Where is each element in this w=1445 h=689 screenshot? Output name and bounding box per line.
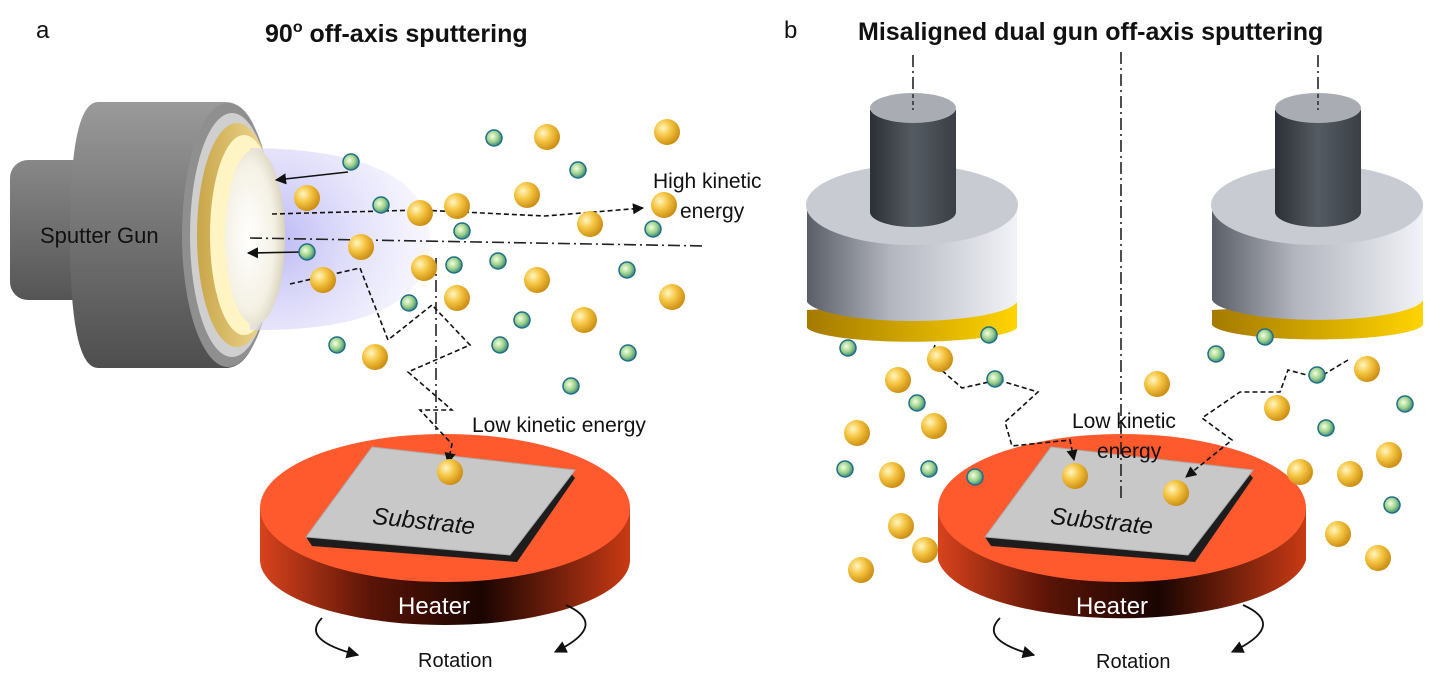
b-sputtered-atom bbox=[1264, 395, 1290, 421]
a-sputtered-atom bbox=[411, 255, 437, 281]
a-gas-ion bbox=[400, 294, 418, 312]
a-gas-ion bbox=[485, 129, 503, 147]
a-gas-ion bbox=[489, 252, 507, 270]
b-gas-ion bbox=[1256, 328, 1274, 346]
b-sputtered-atom bbox=[1337, 461, 1363, 487]
a-sputtered-atom bbox=[362, 344, 388, 370]
b-gas-ion bbox=[1317, 419, 1335, 437]
b-sputtered-atom bbox=[1287, 459, 1313, 485]
rotation-arrow-a-right bbox=[553, 604, 587, 653]
a-sputtered-atom bbox=[651, 192, 677, 218]
a-gas-ion bbox=[513, 311, 531, 329]
b-gas-ion bbox=[920, 460, 938, 478]
b-sputtered-atom bbox=[1163, 480, 1189, 506]
a-sputtered-atom bbox=[534, 124, 560, 150]
ion-arrow-a-1 bbox=[274, 171, 349, 185]
panel-b-letter: b bbox=[784, 17, 797, 44]
b-sputtered-atom bbox=[1144, 371, 1170, 397]
b-gas-ion bbox=[1308, 366, 1326, 384]
b-gas-ion bbox=[966, 468, 984, 486]
low-energy-label-a: Low kinetic energy bbox=[472, 414, 646, 437]
a-sputtered-atom bbox=[437, 459, 463, 485]
a-sputtered-atom bbox=[514, 182, 540, 208]
b-gas-ion bbox=[908, 394, 926, 412]
sputter-gun-b-left bbox=[806, 93, 1018, 342]
high-energy-label-1: High kinetic bbox=[653, 170, 762, 193]
a-sputtered-atom bbox=[577, 211, 603, 237]
a-sputtered-atom bbox=[348, 234, 374, 260]
low-energy-label-b-2: energy bbox=[1097, 440, 1162, 463]
a-gas-ion bbox=[619, 344, 637, 362]
rotation-arrow-a-left bbox=[315, 617, 360, 659]
b-gas-ion bbox=[980, 326, 998, 344]
particles-a bbox=[294, 119, 685, 485]
substrate-a bbox=[305, 446, 576, 562]
b-gas-ion bbox=[986, 370, 1004, 388]
gun-axis-line bbox=[249, 237, 706, 247]
a-gas-ion bbox=[491, 336, 509, 354]
a-sputtered-atom bbox=[571, 307, 597, 333]
b-sputtered-atom bbox=[1325, 521, 1351, 547]
a-gas-ion bbox=[372, 196, 390, 214]
b-gas-ion bbox=[1207, 345, 1225, 363]
heater-a-label: Heater bbox=[398, 593, 470, 620]
panel-b: b Misaligned dual gun off-axis sputterin… bbox=[784, 17, 1423, 673]
b-sputtered-atom bbox=[912, 537, 938, 563]
b-sputtered-atom bbox=[888, 513, 914, 539]
a-gas-ion bbox=[445, 256, 463, 274]
a-sputtered-atom bbox=[310, 267, 336, 293]
rotation-a-label: Rotation bbox=[418, 650, 493, 672]
heater-b-label: Heater bbox=[1076, 593, 1148, 620]
b-sputtered-atom bbox=[879, 462, 905, 488]
b-sputtered-atom bbox=[1365, 545, 1391, 571]
trajectory-b-left bbox=[929, 344, 1078, 462]
b-sputtered-atom bbox=[848, 557, 874, 583]
b-gas-ion bbox=[839, 339, 857, 357]
b-sputtered-atom bbox=[927, 346, 953, 372]
a-sputtered-atom bbox=[654, 119, 680, 145]
rotation-arrow-b-left bbox=[993, 617, 1036, 659]
b-sputtered-atom bbox=[844, 420, 870, 446]
particles-b bbox=[836, 326, 1414, 583]
panel-a-title: 90o off-axis sputtering bbox=[265, 19, 528, 48]
b-sputtered-atom bbox=[1376, 442, 1402, 468]
a-sputtered-atom bbox=[407, 200, 433, 226]
a-gas-ion bbox=[328, 336, 346, 354]
ion-arrow-a-2 bbox=[246, 247, 303, 259]
a-gas-ion bbox=[453, 222, 471, 240]
b-gas-ion bbox=[836, 460, 854, 478]
rotation-arrow-b-right bbox=[1230, 604, 1264, 653]
a-sputtered-atom bbox=[659, 284, 685, 310]
b-sputtered-atom bbox=[885, 367, 911, 393]
a-sputtered-atom bbox=[294, 185, 320, 211]
b-gas-ion bbox=[1383, 496, 1401, 514]
panel-b-title: Misaligned dual gun off-axis sputtering bbox=[858, 18, 1323, 46]
sputter-gun-label: Sputter Gun bbox=[40, 223, 159, 248]
panel-a-letter: a bbox=[36, 17, 50, 44]
panel-a: a 90o off-axis sputtering Sputter Gun S bbox=[10, 17, 762, 672]
a-gas-ion bbox=[618, 261, 636, 279]
b-sputtered-atom bbox=[921, 413, 947, 439]
a-sputtered-atom bbox=[444, 193, 470, 219]
rotation-b-label: Rotation bbox=[1096, 651, 1171, 673]
a-gas-ion bbox=[644, 220, 662, 238]
a-sputtered-atom bbox=[444, 285, 470, 311]
low-energy-label-b-1: Low kinetic bbox=[1072, 410, 1176, 433]
a-gas-ion bbox=[562, 377, 580, 395]
b-gas-ion bbox=[1396, 395, 1414, 413]
high-energy-label-2: energy bbox=[680, 200, 745, 223]
b-sputtered-atom bbox=[1062, 463, 1088, 489]
a-gas-ion bbox=[342, 153, 360, 171]
sputter-gun-b-right bbox=[1211, 93, 1423, 340]
a-gas-ion bbox=[569, 161, 587, 179]
a-sputtered-atom bbox=[524, 267, 550, 293]
b-sputtered-atom bbox=[1354, 356, 1380, 382]
a-gas-ion bbox=[298, 243, 316, 261]
low-energy-trajectory bbox=[289, 267, 472, 465]
